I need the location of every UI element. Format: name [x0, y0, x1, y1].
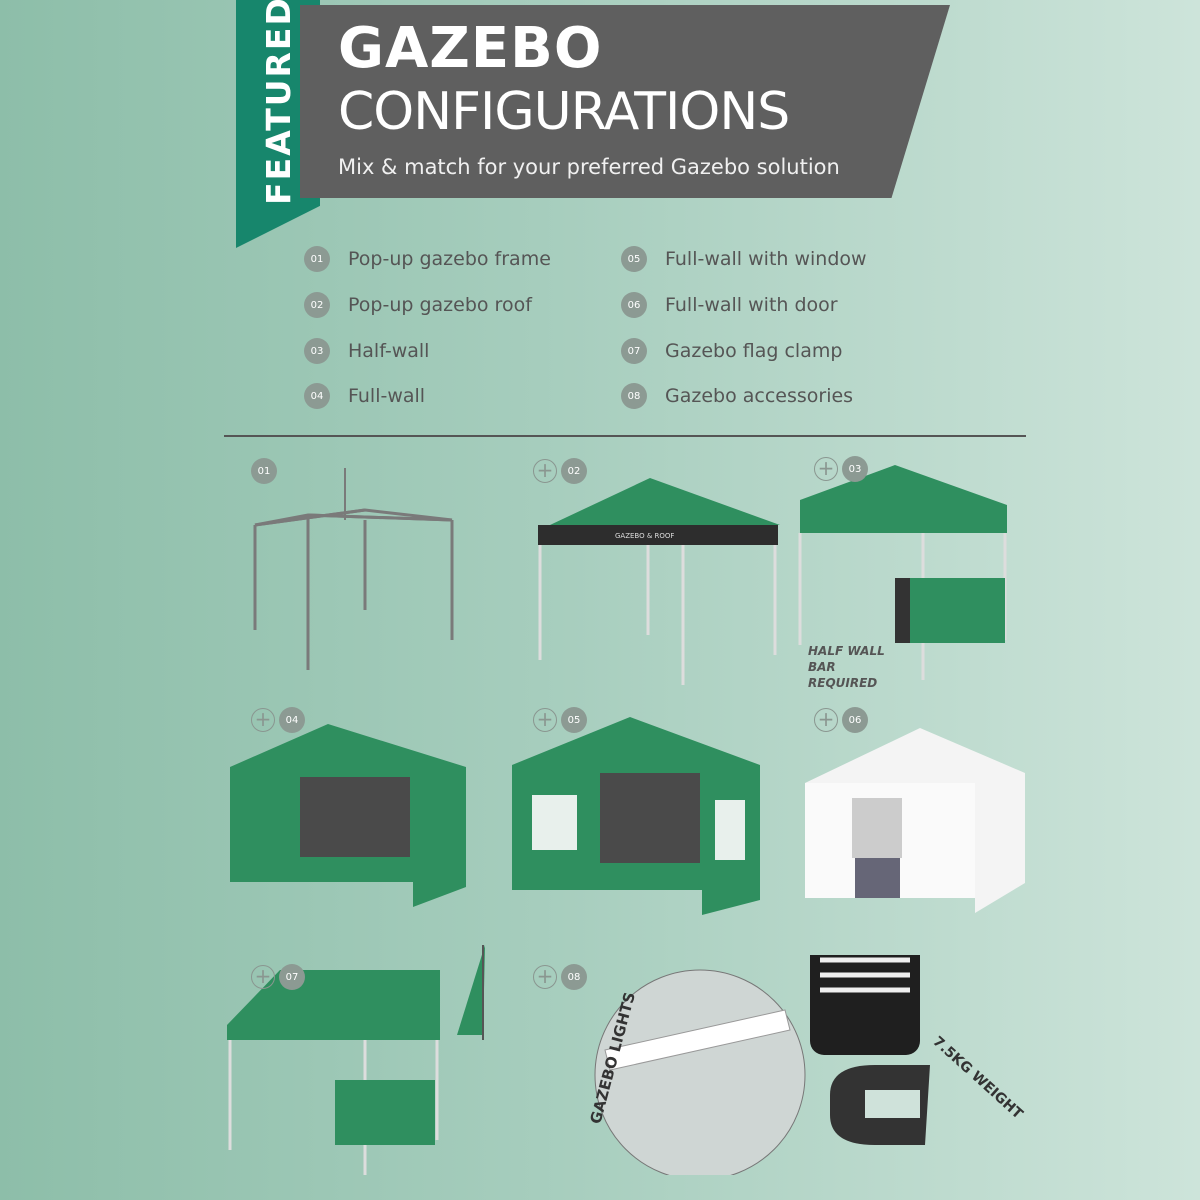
- plus-icon: +: [533, 459, 557, 483]
- badge-04: +04: [251, 707, 305, 733]
- title-bold: GAZEBO: [338, 16, 603, 81]
- divider: [224, 435, 1026, 437]
- gazebo-full-wall-image: [230, 724, 466, 907]
- badge-02: +02: [533, 458, 587, 484]
- gazebo-accessories-image: [594, 955, 930, 1175]
- gazebo-frame-image: [253, 468, 454, 670]
- gazebo-roof-image: GAZEBO & ROOF: [538, 478, 780, 685]
- plus-icon: +: [533, 708, 557, 732]
- badge-05: +05: [533, 707, 587, 733]
- plus-icon: +: [251, 708, 275, 732]
- badge-01: 01: [251, 458, 277, 484]
- plus-icon: +: [251, 965, 275, 989]
- roof-print-text: GAZEBO & ROOF: [615, 532, 674, 540]
- header-banner: [300, 5, 950, 198]
- title-light: CONFIGURATIONS: [338, 82, 790, 142]
- half-wall-caption: HALF WALL BAR REQUIRED: [808, 644, 885, 690]
- gazebo-flag-clamp-image: [227, 945, 485, 1175]
- gazebo-full-wall-window-image: [512, 717, 760, 915]
- plus-icon: +: [814, 708, 838, 732]
- badge-06: +06: [814, 707, 868, 733]
- badge-03: +03: [814, 456, 868, 482]
- gazebo-half-wall-image: [798, 465, 1007, 680]
- plus-icon: +: [533, 965, 557, 989]
- badge-07: +07: [251, 964, 305, 990]
- plus-icon: +: [814, 457, 838, 481]
- subtitle: Mix & match for your preferred Gazebo so…: [338, 155, 840, 179]
- gazebo-full-wall-door-image: [805, 728, 1025, 913]
- badge-08: +08: [533, 964, 587, 990]
